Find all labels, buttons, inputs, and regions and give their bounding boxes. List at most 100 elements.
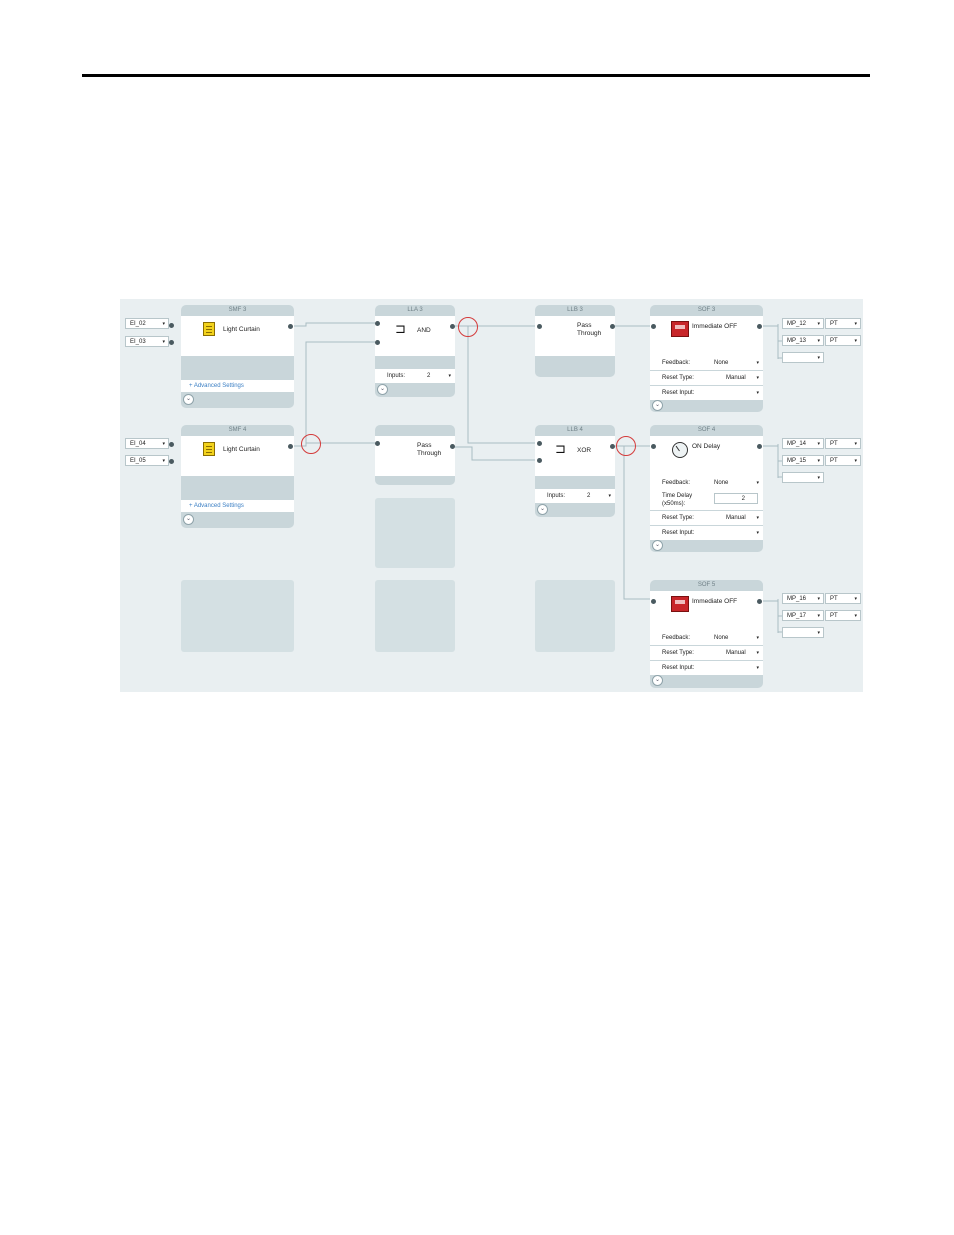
pass-through-block[interactable]: Pass Through bbox=[375, 425, 455, 485]
reset-input-row[interactable]: Reset Input:▾ bbox=[650, 386, 763, 400]
feedback-row[interactable]: Feedback:None▾ bbox=[650, 476, 763, 490]
output-tag-mp15[interactable]: MP_15▾ bbox=[782, 455, 824, 466]
sof4-block[interactable]: SOF 4 ON Delay Feedback:None▾ Time Delay… bbox=[650, 425, 763, 552]
dropdown-arrow-icon[interactable]: ▾ bbox=[817, 458, 820, 464]
output-mode-pt[interactable]: PT▾ bbox=[825, 318, 861, 329]
output-port[interactable] bbox=[757, 599, 762, 604]
feedback-row[interactable]: Feedback:None▾ bbox=[650, 631, 763, 645]
time-delay-stepper[interactable]: 2 bbox=[714, 493, 758, 504]
sof3-block[interactable]: SOF 3 Immediate OFF Feedback:None▾ Reset… bbox=[650, 305, 763, 412]
dropdown-arrow-icon[interactable]: ▾ bbox=[817, 355, 820, 361]
dropdown-arrow-icon[interactable]: ▾ bbox=[162, 321, 165, 327]
inputs-row[interactable]: Inputs:2▾ bbox=[375, 369, 455, 383]
chevron-down-icon[interactable]: ⌄ bbox=[377, 384, 388, 395]
chevron-down-icon[interactable]: ⌄ bbox=[652, 400, 663, 411]
advanced-settings-link[interactable]: + Advanced Settings bbox=[181, 500, 294, 512]
input-port[interactable] bbox=[375, 441, 380, 446]
input-tag-ei02[interactable]: EI_02▾ bbox=[125, 318, 169, 329]
input-port[interactable] bbox=[651, 324, 656, 329]
output-port[interactable] bbox=[757, 444, 762, 449]
output-mode-pt[interactable]: PT▾ bbox=[825, 438, 861, 449]
empty-slot[interactable] bbox=[181, 580, 294, 652]
dropdown-arrow-icon[interactable]: ▾ bbox=[756, 480, 759, 486]
dropdown-arrow-icon[interactable]: ▾ bbox=[854, 596, 857, 602]
dropdown-arrow-icon[interactable]: ▾ bbox=[162, 441, 165, 447]
output-tag-mp13[interactable]: MP_13▾ bbox=[782, 335, 824, 346]
dropdown-arrow-icon[interactable]: ▾ bbox=[817, 630, 820, 636]
input-port[interactable] bbox=[169, 442, 174, 447]
input-port[interactable] bbox=[537, 458, 542, 463]
dropdown-arrow-icon[interactable]: ▾ bbox=[756, 360, 759, 366]
chevron-down-icon[interactable]: ⌄ bbox=[652, 540, 663, 551]
input-tag-ei04[interactable]: EI_04▾ bbox=[125, 438, 169, 449]
dropdown-arrow-icon[interactable]: ▾ bbox=[817, 613, 820, 619]
input-port[interactable] bbox=[537, 324, 542, 329]
dropdown-arrow-icon[interactable]: ▾ bbox=[756, 390, 759, 396]
input-tag-ei03[interactable]: EI_03▾ bbox=[125, 336, 169, 347]
smf4-block[interactable]: SMF 4 Light Curtain + Advanced Settings … bbox=[181, 425, 294, 528]
dropdown-arrow-icon[interactable]: ▾ bbox=[756, 665, 759, 671]
lla3-block[interactable]: LLA 3 ⊐ AND Inputs:2▾ ⌄ bbox=[375, 305, 455, 397]
reset-type-row[interactable]: Reset Type:Manual▾ bbox=[650, 371, 763, 385]
empty-slot[interactable] bbox=[375, 498, 455, 568]
dropdown-arrow-icon[interactable]: ▾ bbox=[817, 338, 820, 344]
input-port[interactable] bbox=[651, 444, 656, 449]
dropdown-arrow-icon[interactable]: ▾ bbox=[854, 338, 857, 344]
reset-type-row[interactable]: Reset Type:Manual▾ bbox=[650, 511, 763, 525]
dropdown-arrow-icon[interactable]: ▾ bbox=[608, 493, 611, 499]
output-tag-empty[interactable]: ▾ bbox=[782, 627, 824, 638]
dropdown-arrow-icon[interactable]: ▾ bbox=[854, 458, 857, 464]
output-port[interactable] bbox=[450, 324, 455, 329]
smf3-block[interactable]: SMF 3 Light Curtain + Advanced Settings … bbox=[181, 305, 294, 408]
dropdown-arrow-icon[interactable]: ▾ bbox=[854, 613, 857, 619]
input-port[interactable] bbox=[169, 459, 174, 464]
dropdown-arrow-icon[interactable]: ▾ bbox=[756, 375, 759, 381]
chevron-down-icon[interactable]: ⌄ bbox=[183, 394, 194, 405]
dropdown-arrow-icon[interactable]: ▾ bbox=[756, 530, 759, 536]
output-tag-mp17[interactable]: MP_17▾ bbox=[782, 610, 824, 621]
inputs-row[interactable]: Inputs:2▾ bbox=[535, 489, 615, 503]
output-mode-pt[interactable]: PT▾ bbox=[825, 610, 861, 621]
dropdown-arrow-icon[interactable]: ▾ bbox=[854, 321, 857, 327]
input-port[interactable] bbox=[651, 599, 656, 604]
input-port[interactable] bbox=[537, 441, 542, 446]
input-port[interactable] bbox=[375, 321, 380, 326]
dropdown-arrow-icon[interactable]: ▾ bbox=[817, 441, 820, 447]
output-port[interactable] bbox=[610, 444, 615, 449]
output-tag-empty[interactable]: ▾ bbox=[782, 472, 824, 483]
reset-input-row[interactable]: Reset Input:▾ bbox=[650, 526, 763, 540]
output-port[interactable] bbox=[288, 324, 293, 329]
dropdown-arrow-icon[interactable]: ▾ bbox=[162, 458, 165, 464]
chevron-down-icon[interactable]: ⌄ bbox=[183, 514, 194, 525]
input-port[interactable] bbox=[375, 340, 380, 345]
output-tag-mp12[interactable]: MP_12▾ bbox=[782, 318, 824, 329]
output-mode-pt[interactable]: PT▾ bbox=[825, 455, 861, 466]
reset-type-row[interactable]: Reset Type:Manual▾ bbox=[650, 646, 763, 660]
input-port[interactable] bbox=[169, 340, 174, 345]
reset-input-row[interactable]: Reset Input:▾ bbox=[650, 661, 763, 675]
input-tag-ei05[interactable]: EI_05▾ bbox=[125, 455, 169, 466]
sof5-block[interactable]: SOF 5 Immediate OFF Feedback:None▾ Reset… bbox=[650, 580, 763, 688]
output-port[interactable] bbox=[288, 444, 293, 449]
dropdown-arrow-icon[interactable]: ▾ bbox=[817, 475, 820, 481]
llb3-block[interactable]: LLB 3 Pass Through bbox=[535, 305, 615, 377]
output-port[interactable] bbox=[757, 324, 762, 329]
advanced-settings-link[interactable]: + Advanced Settings bbox=[181, 380, 294, 392]
input-port[interactable] bbox=[169, 323, 174, 328]
dropdown-arrow-icon[interactable]: ▾ bbox=[756, 650, 759, 656]
dropdown-arrow-icon[interactable]: ▾ bbox=[756, 635, 759, 641]
output-tag-empty[interactable]: ▾ bbox=[782, 352, 824, 363]
llb4-block[interactable]: LLB 4 ⊐ XOR Inputs:2▾ ⌄ bbox=[535, 425, 615, 517]
dropdown-arrow-icon[interactable]: ▾ bbox=[817, 321, 820, 327]
output-mode-pt[interactable]: PT▾ bbox=[825, 593, 861, 604]
output-port[interactable] bbox=[450, 444, 455, 449]
empty-slot[interactable] bbox=[375, 580, 455, 652]
output-tag-mp14[interactable]: MP_14▾ bbox=[782, 438, 824, 449]
dropdown-arrow-icon[interactable]: ▾ bbox=[162, 339, 165, 345]
output-tag-mp16[interactable]: MP_16▾ bbox=[782, 593, 824, 604]
dropdown-arrow-icon[interactable]: ▾ bbox=[854, 441, 857, 447]
chevron-down-icon[interactable]: ⌄ bbox=[652, 675, 663, 686]
feedback-row[interactable]: Feedback:None▾ bbox=[650, 356, 763, 370]
output-port[interactable] bbox=[610, 324, 615, 329]
dropdown-arrow-icon[interactable]: ▾ bbox=[756, 515, 759, 521]
